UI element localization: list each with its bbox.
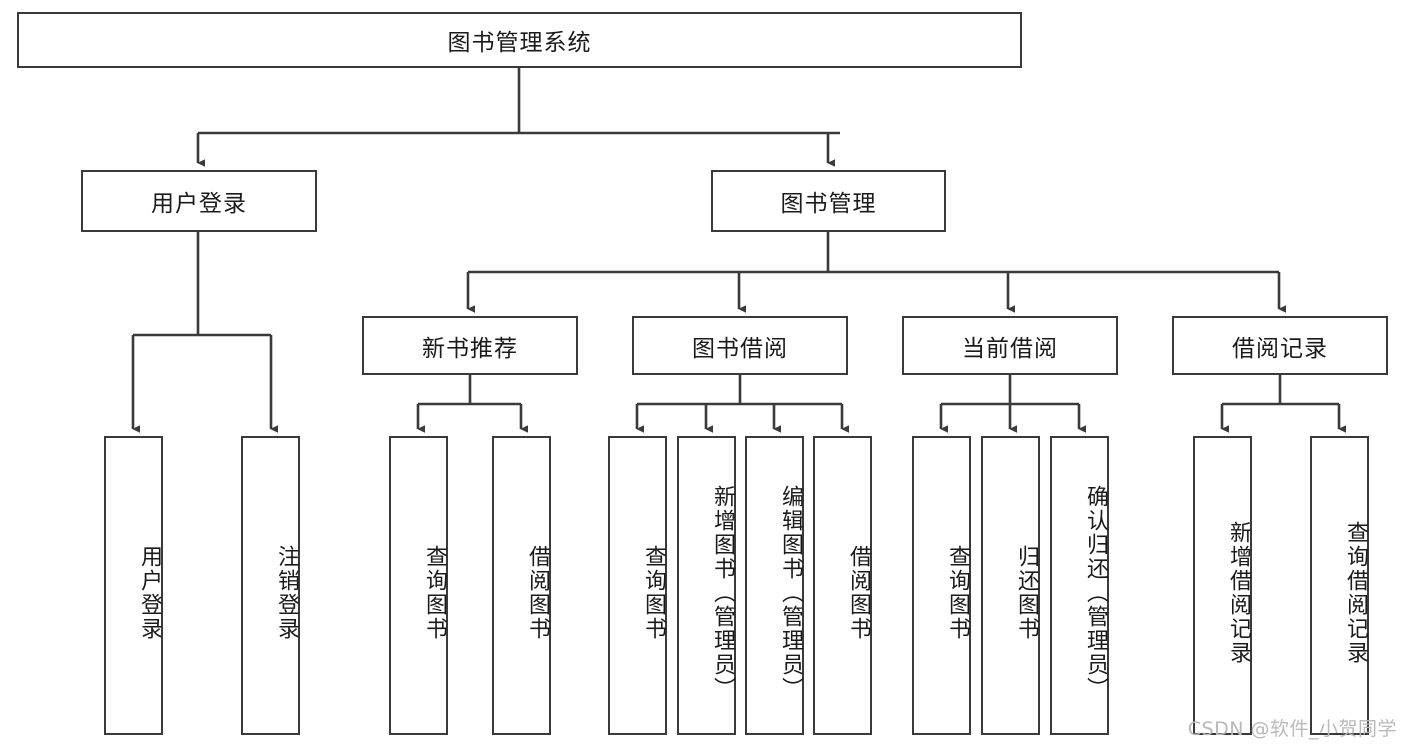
leaf-book-borrow-borrow[interactable]: 借阅图书 [813,436,872,735]
leaf-current-borrow-confirm-return[interactable]: 确认归还（管理员） [1050,436,1109,735]
leaf-new-book-query-label: 查询图书 [422,544,447,641]
leaf-book-borrow-edit[interactable]: 编辑图书（管理员） [745,436,804,735]
leaf-new-book-borrow[interactable]: 借阅图书 [492,436,551,735]
node-current-borrow[interactable]: 当前借阅 [902,316,1118,375]
leaf-user-login-login[interactable]: 用户登录 [104,436,163,735]
node-borrow-records[interactable]: 借阅记录 [1172,316,1388,375]
leaf-borrow-records-query[interactable]: 查询借阅记录 [1310,436,1369,735]
leaf-borrow-records-query-label: 查询借阅记录 [1343,520,1368,665]
leaf-new-book-query[interactable]: 查询图书 [389,436,448,735]
leaf-current-borrow-confirm-return-label: 确认归还（管理员） [1083,484,1108,701]
leaf-borrow-records-add-label: 新增借阅记录 [1226,520,1251,665]
node-book-management-label: 图书管理 [780,191,877,217]
csdn-watermark: CSDN @软件_小贺同学 [1187,718,1397,740]
node-root-label: 图书管理系统 [447,30,592,56]
leaf-user-login-login-label: 用户登录 [137,544,162,641]
node-current-borrow-label: 当前借阅 [962,335,1058,362]
leaf-book-borrow-query-label: 查询图书 [641,544,666,641]
leaf-borrow-records-add[interactable]: 新增借阅记录 [1193,436,1252,735]
leaf-book-borrow-edit-label: 编辑图书（管理员） [778,484,803,701]
node-new-book-recommend[interactable]: 新书推荐 [362,316,578,375]
node-new-book-recommend-label: 新书推荐 [422,335,518,362]
node-root[interactable]: 图书管理系统 [17,12,1022,68]
node-user-login[interactable]: 用户登录 [81,170,317,232]
leaf-current-borrow-query-label: 查询图书 [945,544,970,641]
node-borrow-records-label: 借阅记录 [1232,335,1328,362]
node-book-borrow-label: 图书借阅 [692,335,788,362]
leaf-book-borrow-borrow-label: 借阅图书 [846,544,871,641]
node-book-borrow[interactable]: 图书借阅 [632,316,848,375]
node-book-management[interactable]: 图书管理 [711,170,946,232]
node-user-login-label: 用户登录 [151,191,247,217]
leaf-book-borrow-add[interactable]: 新增图书（管理员） [677,436,736,735]
leaf-book-borrow-add-label: 新增图书（管理员） [710,484,735,701]
leaf-new-book-borrow-label: 借阅图书 [525,544,550,641]
leaf-current-borrow-return-label: 归还图书 [1014,544,1039,641]
leaf-book-borrow-query[interactable]: 查询图书 [608,436,667,735]
leaf-user-login-logout-label: 注销登录 [274,544,299,641]
leaf-current-borrow-return[interactable]: 归还图书 [981,436,1040,735]
leaf-current-borrow-query[interactable]: 查询图书 [912,436,971,735]
leaf-user-login-logout[interactable]: 注销登录 [241,436,300,735]
